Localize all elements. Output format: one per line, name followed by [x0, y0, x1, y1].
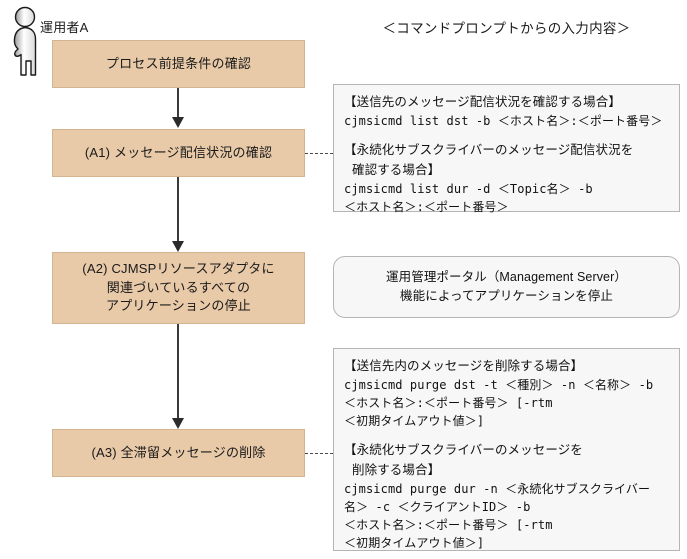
note-block: 【送信先内のメッセージを削除する場合】 cjmsicmd purge dst -… [344, 357, 671, 430]
flow-connector-arrow-2 [172, 418, 184, 429]
note-block: 【送信先のメッセージ配信状況を確認する場合】 cjmsicmd list dst… [344, 93, 671, 130]
note-block: 【永続化サブスクライバーのメッセージを 削除する場合】 cjmsicmd pur… [344, 441, 671, 552]
person-standing-icon [4, 6, 46, 80]
flow-connector-arrow-0 [172, 117, 184, 128]
dashed-link-step-3-to-note-2 [305, 453, 333, 454]
flow-connector-line-0 [177, 88, 179, 117]
note-box-2[interactable]: 【送信先内のメッセージを削除する場合】 cjmsicmd purge dst -… [333, 348, 680, 551]
actor-label: 運用者A [40, 20, 89, 35]
note-block-command: cjmsicmd list dur -d ＜Topic名＞ -b ＜ホスト名＞:… [344, 182, 593, 215]
process-box-step-3[interactable]: (A3) 全滞留メッセージの削除 [52, 429, 305, 477]
note-block-command: cjmsicmd purge dur -n ＜永続化サブスクライバー 名＞ -c… [344, 482, 651, 551]
note-block-title: 【送信先のメッセージ配信状況を確認する場合】 [344, 95, 621, 109]
note-spacer [344, 430, 671, 441]
process-box-label: (A2) CJMSPリソースアダプタに 関連づいているすべての アプリケーション… [82, 260, 275, 314]
process-box-step-0[interactable]: プロセス前提条件の確認 [52, 40, 305, 88]
process-box-label: プロセス前提条件の確認 [105, 55, 252, 71]
note-block-title: 【送信先内のメッセージを削除する場合】 [344, 359, 584, 373]
flow-connector-line-1 [177, 177, 179, 241]
note-box-0[interactable]: 【送信先のメッセージ配信状況を確認する場合】 cjmsicmd list dst… [333, 84, 680, 214]
note-block-command: cjmsicmd purge dst -t ＜種別＞ -n ＜名称＞ -b ＜ホ… [344, 378, 654, 429]
note-block: 【永続化サブスクライバーのメッセージ配信状況を 確認する場合】 cjmsicmd… [344, 141, 671, 216]
process-box-label: (A1) メッセージ配信状況の確認 [84, 144, 273, 160]
flow-connector-arrow-1 [172, 241, 184, 252]
note-text: 運用管理ポータル（Management Server） 機能によってアプリケーシ… [386, 269, 627, 303]
process-box-step-2[interactable]: (A2) CJMSPリソースアダプタに 関連づいているすべての アプリケーション… [52, 252, 305, 324]
note-spacer [344, 130, 671, 141]
right-column-header: ＜コマンドプロンプトからの入力内容＞ [382, 21, 631, 36]
note-block-title-cont: 確認する場合】 [352, 162, 441, 177]
process-box-step-1[interactable]: (A1) メッセージ配信状況の確認 [52, 129, 305, 177]
note-block-command: cjmsicmd list dst -b ＜ホスト名＞:＜ポート番号＞ [344, 114, 663, 129]
process-box-label: (A3) 全滞留メッセージの削除 [91, 444, 266, 460]
note-block-title-cont: 削除する場合】 [352, 462, 441, 477]
dashed-link-step-1-to-note-0 [305, 153, 333, 154]
note-block-title: 【永続化サブスクライバーのメッセージ配信状況を [344, 143, 634, 158]
note-block-title: 【永続化サブスクライバーのメッセージを [344, 443, 583, 458]
flow-connector-line-2 [177, 324, 179, 418]
note-box-1[interactable]: 運用管理ポータル（Management Server） 機能によってアプリケーシ… [333, 256, 680, 318]
